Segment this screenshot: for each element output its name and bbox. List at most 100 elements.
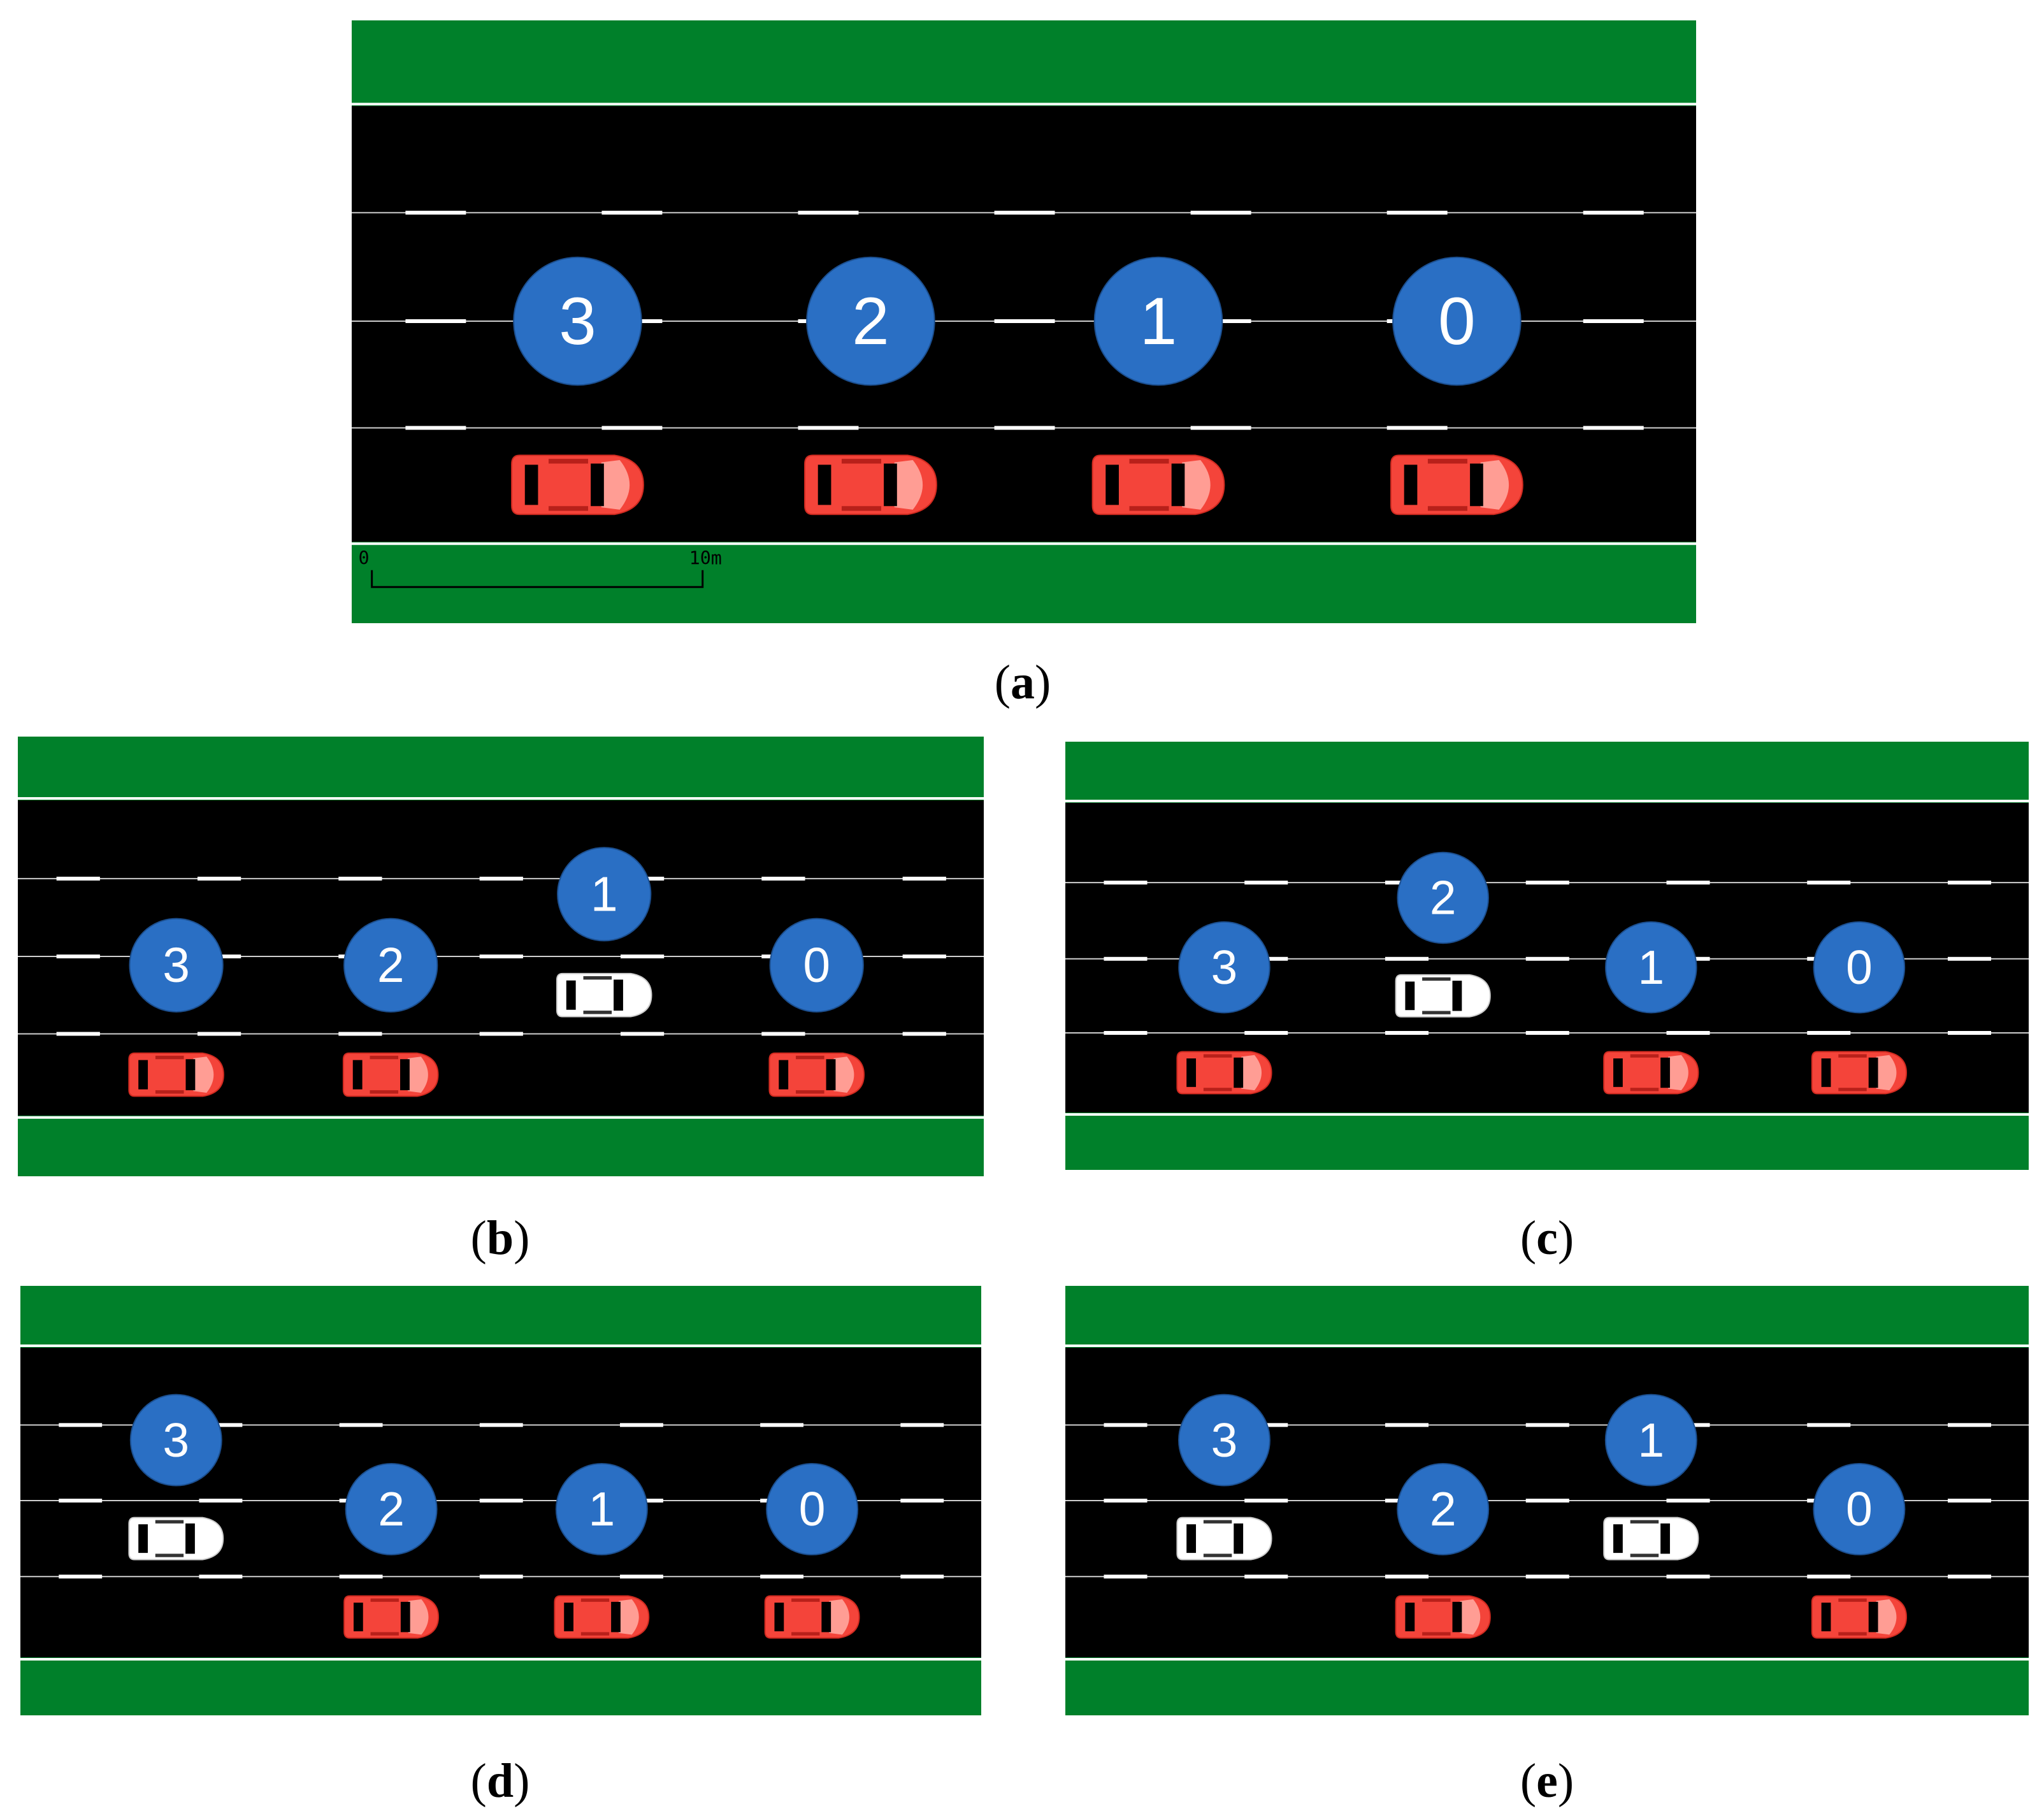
car-red bbox=[511, 454, 644, 515]
car-rear-window bbox=[1821, 1603, 1831, 1632]
car-rear-window bbox=[138, 1060, 148, 1090]
vehicle-marker-2: 2 bbox=[345, 1463, 438, 1555]
car-hood bbox=[618, 1599, 639, 1635]
marker-label: 0 bbox=[803, 938, 830, 993]
car-side-bottom bbox=[1630, 1553, 1659, 1557]
car-hood bbox=[1460, 1599, 1481, 1635]
car-hood bbox=[1241, 1520, 1262, 1557]
car-hood bbox=[1182, 459, 1211, 510]
vehicle-marker-0: 0 bbox=[1813, 921, 1906, 1014]
car-side-top bbox=[1427, 459, 1467, 464]
road-scene-b: 3 2 1 0 bbox=[18, 737, 984, 1176]
car-side-top bbox=[1838, 1054, 1867, 1058]
vehicle-marker-3: 3 bbox=[129, 1394, 222, 1487]
marker-circle bbox=[555, 1463, 648, 1555]
car-front-window bbox=[1234, 1057, 1244, 1088]
vehicle-marker-2: 2 bbox=[1397, 1463, 1490, 1555]
car-rear-window bbox=[817, 465, 831, 505]
car-side-bottom bbox=[155, 1553, 184, 1557]
car-hood bbox=[1667, 1520, 1688, 1557]
car-rear-window bbox=[138, 1524, 148, 1553]
vehicle-marker-1: 1 bbox=[1605, 921, 1697, 1014]
car-red bbox=[1811, 1595, 1907, 1639]
car-side-bottom bbox=[1427, 506, 1467, 511]
car-side-bottom bbox=[370, 1090, 399, 1094]
marker-label: 3 bbox=[162, 938, 190, 993]
vehicle-marker-2: 2 bbox=[1397, 851, 1489, 944]
car-front-window bbox=[1868, 1601, 1878, 1632]
marker-circle bbox=[513, 256, 642, 386]
car-side-top bbox=[548, 459, 589, 464]
car-rear-window bbox=[1405, 1603, 1415, 1632]
car-side-bottom bbox=[1422, 1011, 1451, 1014]
vehicle-marker-3: 3 bbox=[1178, 921, 1270, 1014]
car-side-bottom bbox=[841, 506, 882, 511]
marker-label: 1 bbox=[588, 1482, 615, 1536]
car-front-window bbox=[611, 1601, 621, 1632]
car-side-top bbox=[370, 1598, 399, 1602]
vehicle-marker-0: 0 bbox=[769, 918, 864, 1013]
car-rear-window bbox=[352, 1060, 363, 1090]
car-front-window bbox=[1470, 463, 1483, 507]
car-side-top bbox=[796, 1055, 824, 1060]
car-rear-window bbox=[1404, 465, 1418, 505]
car-red bbox=[1176, 1051, 1272, 1095]
car-front-window bbox=[1868, 1057, 1878, 1088]
car-red bbox=[804, 454, 937, 515]
vehicle-marker-2: 2 bbox=[806, 256, 935, 386]
marker-label: 3 bbox=[1211, 1413, 1238, 1467]
car-red bbox=[1395, 1595, 1491, 1639]
car-white bbox=[128, 1517, 224, 1560]
car-red bbox=[342, 1052, 439, 1097]
car-red bbox=[554, 1595, 650, 1639]
car-side-bottom bbox=[1630, 1088, 1659, 1092]
vehicle-marker-1: 1 bbox=[557, 847, 652, 942]
caption-a-letter: a bbox=[1011, 656, 1035, 709]
car-red bbox=[768, 1052, 865, 1097]
car-rear-window bbox=[1186, 1058, 1197, 1087]
car-front-window bbox=[1660, 1057, 1670, 1088]
car-side-bottom bbox=[583, 1011, 612, 1014]
car-rear-window bbox=[353, 1603, 363, 1632]
car-side-top bbox=[1129, 459, 1169, 464]
car-side-bottom bbox=[1838, 1088, 1867, 1092]
marker-circle bbox=[766, 1463, 859, 1555]
car-side-bottom bbox=[580, 1632, 610, 1636]
car-rear-window bbox=[1105, 465, 1119, 505]
scale-bar-line bbox=[371, 570, 704, 588]
car-white bbox=[556, 972, 652, 1018]
marker-circle bbox=[1178, 1394, 1270, 1487]
car-front-window bbox=[884, 463, 897, 507]
caption-d: (d) bbox=[470, 1754, 530, 1808]
marker-circle bbox=[345, 1463, 438, 1555]
vehicle-marker-2: 2 bbox=[343, 918, 438, 1013]
car-hood bbox=[407, 1056, 428, 1093]
marker-circle bbox=[806, 256, 935, 386]
car-hood bbox=[192, 1520, 213, 1557]
car-rear-window bbox=[564, 1603, 574, 1632]
caption-b-letter: b bbox=[486, 1211, 514, 1265]
car-side-top bbox=[841, 459, 882, 464]
marker-circle bbox=[1093, 256, 1223, 386]
car-hood bbox=[193, 1056, 214, 1093]
car-hood bbox=[601, 459, 630, 510]
marker-label: 0 bbox=[1846, 1482, 1873, 1536]
car-side-bottom bbox=[1838, 1632, 1867, 1636]
vehicle-marker-0: 0 bbox=[1392, 256, 1522, 386]
car-front-window bbox=[591, 463, 604, 507]
car-side-top bbox=[580, 1598, 610, 1602]
car-front-window bbox=[1452, 981, 1462, 1011]
car-hood bbox=[1876, 1055, 1897, 1091]
panel-b: 3 2 1 0 bbox=[18, 737, 984, 1176]
vehicle-marker-3: 3 bbox=[129, 918, 224, 1013]
caption-b: (b) bbox=[470, 1211, 530, 1265]
car-rear-window bbox=[1405, 981, 1415, 1011]
vehicle-marker-3: 3 bbox=[1178, 1394, 1270, 1487]
car-red bbox=[764, 1595, 860, 1639]
car-red bbox=[1390, 454, 1523, 515]
